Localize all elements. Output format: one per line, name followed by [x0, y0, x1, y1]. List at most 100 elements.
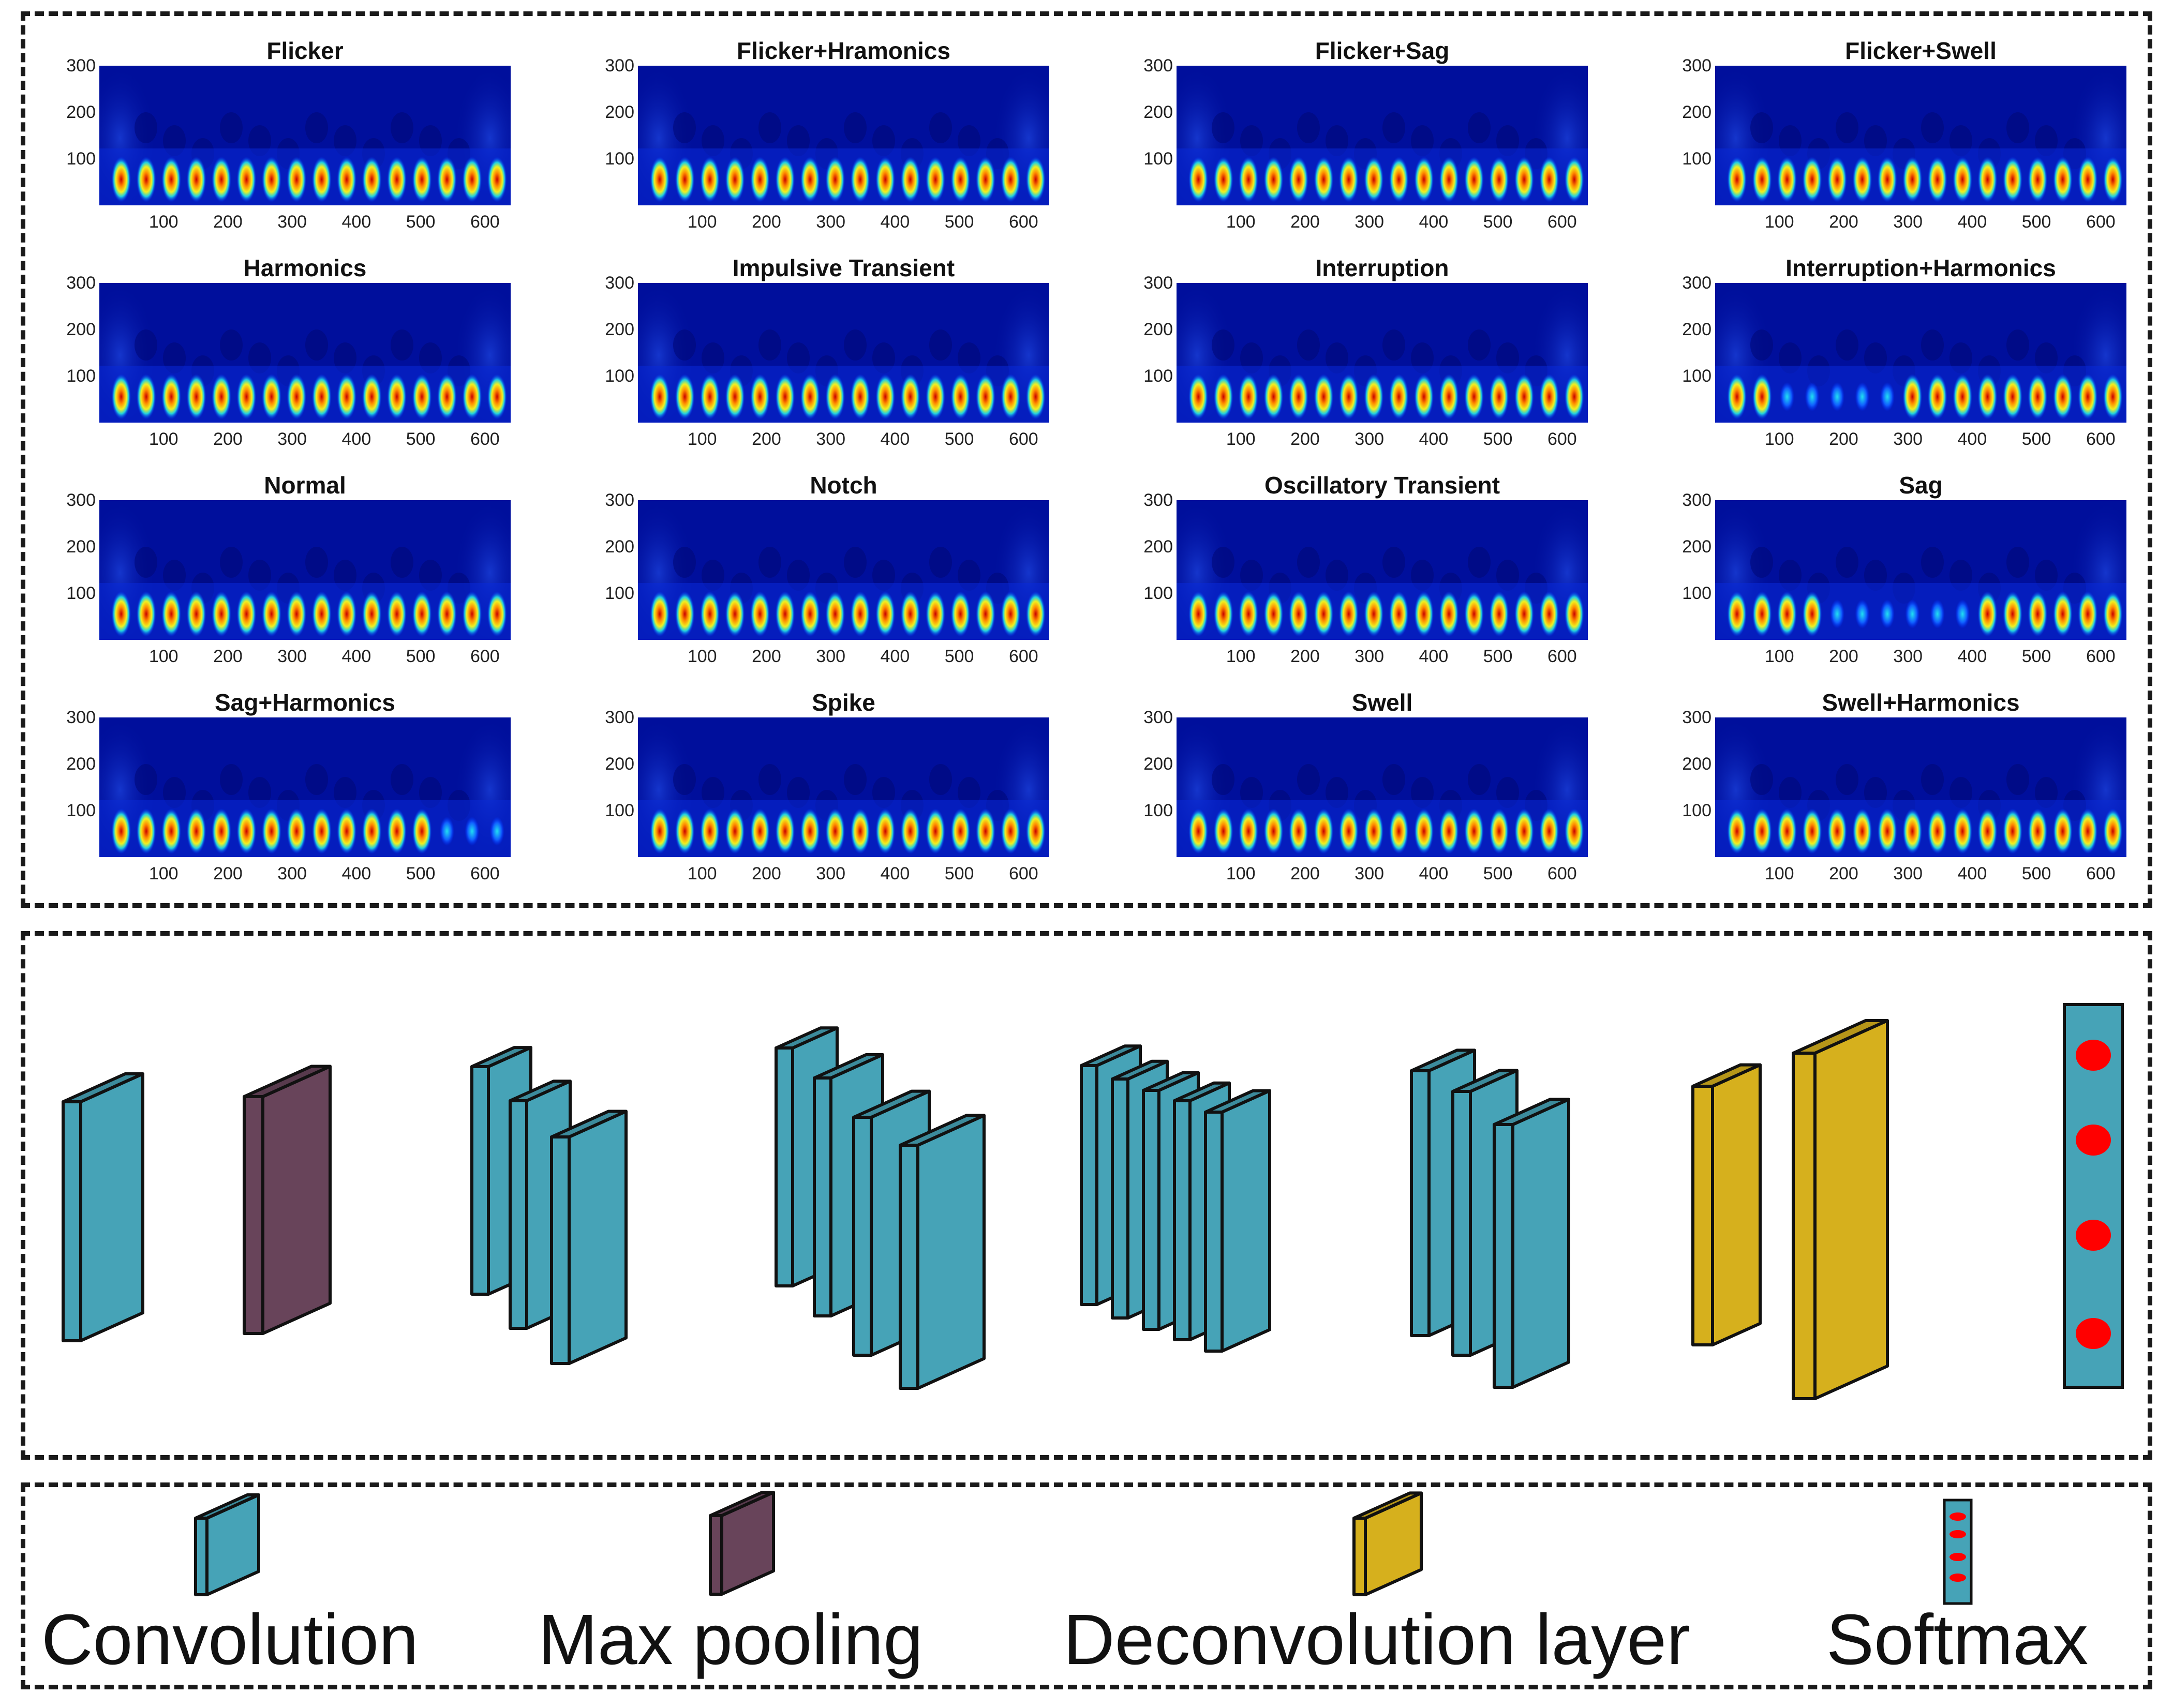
x-tick-label: 300	[1893, 647, 1923, 666]
x-tick-label: 600	[1008, 212, 1038, 232]
x-tick-label: 500	[406, 212, 436, 232]
convolution-block	[62, 1072, 144, 1342]
y-tick-label: 200	[66, 320, 96, 339]
x-tick-label: 500	[406, 647, 436, 666]
y-tick-label: 100	[66, 583, 96, 603]
softmax-output-dot	[2076, 1125, 2111, 1156]
scalogram-image	[638, 66, 1049, 205]
x-tick-label: 500	[406, 429, 436, 449]
x-tick-label: 400	[341, 212, 371, 232]
softmax-block	[2063, 1003, 2124, 1389]
y-tick-label: 100	[1682, 801, 1711, 820]
x-tick-label: 500	[2021, 429, 2051, 449]
y-tick-label: 300	[605, 56, 634, 76]
scalogram-image	[1715, 500, 2126, 640]
x-tick-label: 600	[1547, 429, 1577, 449]
y-tick-label: 100	[1682, 149, 1711, 169]
plot-title: Sag+Harmonics	[215, 689, 395, 716]
y-tick-label: 100	[1143, 366, 1173, 386]
x-tick-label: 200	[1290, 212, 1320, 232]
x-tick-label: 100	[148, 212, 178, 232]
y-tick-label: 300	[66, 273, 96, 293]
x-tick-label: 400	[1957, 429, 1987, 449]
x-tick-label: 100	[687, 429, 717, 449]
x-tick-label: 600	[1008, 429, 1038, 449]
y-tick-label: 300	[1682, 490, 1711, 510]
scalogram-image	[638, 717, 1049, 857]
y-tick-label: 300	[1143, 708, 1173, 727]
x-tick-label: 500	[1483, 647, 1513, 666]
x-tick-label: 300	[277, 212, 307, 232]
y-tick-label: 100	[1143, 583, 1173, 603]
legend-label-softmax: Softmax	[1826, 1600, 2089, 1680]
x-tick-label: 200	[1829, 212, 1858, 232]
x-tick-label: 100	[687, 212, 717, 232]
x-tick-label: 500	[2021, 647, 2051, 666]
x-tick-label: 500	[1483, 212, 1513, 232]
scalogram-image	[99, 717, 511, 857]
x-tick-label: 200	[752, 429, 781, 449]
plot-title: Flicker+Swell	[1845, 37, 1997, 64]
x-tick-label: 200	[1290, 864, 1320, 883]
x-tick-label: 600	[1547, 864, 1577, 883]
x-tick-label: 200	[1829, 647, 1858, 666]
y-tick-label: 200	[1143, 537, 1173, 557]
x-tick-label: 400	[341, 864, 371, 883]
y-tick-label: 200	[66, 537, 96, 557]
legend-label-max-pooling: Max pooling	[538, 1600, 924, 1680]
x-tick-label: 200	[213, 212, 243, 232]
legend-max-pooling-icon	[709, 1491, 775, 1596]
x-tick-label: 600	[470, 864, 500, 883]
x-tick-label: 200	[213, 864, 243, 883]
y-tick-label: 200	[1143, 102, 1173, 122]
x-tick-label: 300	[1355, 647, 1385, 666]
plot-title: Normal	[264, 472, 346, 499]
x-tick-label: 400	[880, 864, 910, 883]
x-tick-label: 400	[341, 429, 371, 449]
x-tick-label: 200	[752, 647, 781, 666]
x-tick-label: 400	[1957, 212, 1987, 232]
x-tick-label: 200	[213, 647, 243, 666]
x-tick-label: 500	[406, 864, 436, 883]
x-tick-label: 400	[1419, 212, 1449, 232]
x-tick-label: 400	[880, 647, 910, 666]
x-tick-label: 100	[687, 864, 717, 883]
x-tick-label: 500	[1483, 429, 1513, 449]
x-tick-label: 100	[148, 429, 178, 449]
x-tick-label: 300	[1893, 212, 1923, 232]
plot-title: Interruption+Harmonics	[1785, 254, 2056, 281]
x-tick-label: 500	[944, 429, 974, 449]
scalogram-panel	[21, 11, 2152, 908]
x-tick-label: 400	[880, 212, 910, 232]
max-pooling-block	[243, 1065, 332, 1335]
plot-title: Impulsive Transient	[732, 254, 955, 281]
x-tick-label: 200	[752, 864, 781, 883]
x-tick-label: 100	[148, 864, 178, 883]
softmax-output-dot	[2076, 1220, 2111, 1251]
y-tick-label: 200	[1143, 320, 1173, 339]
legend-panel	[21, 1482, 2152, 1689]
x-tick-label: 600	[470, 212, 500, 232]
x-tick-label: 300	[816, 647, 846, 666]
y-tick-label: 200	[1682, 754, 1711, 774]
x-tick-label: 600	[1547, 647, 1577, 666]
y-tick-label: 100	[1143, 149, 1173, 169]
x-tick-label: 100	[148, 647, 178, 666]
plot-title: Flicker+Hramonics	[737, 37, 950, 64]
convolution-block	[1204, 1089, 1271, 1353]
convolution-block	[1493, 1098, 1570, 1389]
y-tick-label: 200	[605, 754, 634, 774]
x-tick-label: 400	[1419, 864, 1449, 883]
x-tick-label: 600	[1008, 864, 1038, 883]
y-tick-label: 300	[66, 708, 96, 727]
plot-title: Interruption	[1315, 254, 1449, 281]
legend-softmax-icon	[1943, 1499, 1973, 1605]
x-tick-label: 300	[816, 429, 846, 449]
x-tick-label: 300	[816, 212, 846, 232]
